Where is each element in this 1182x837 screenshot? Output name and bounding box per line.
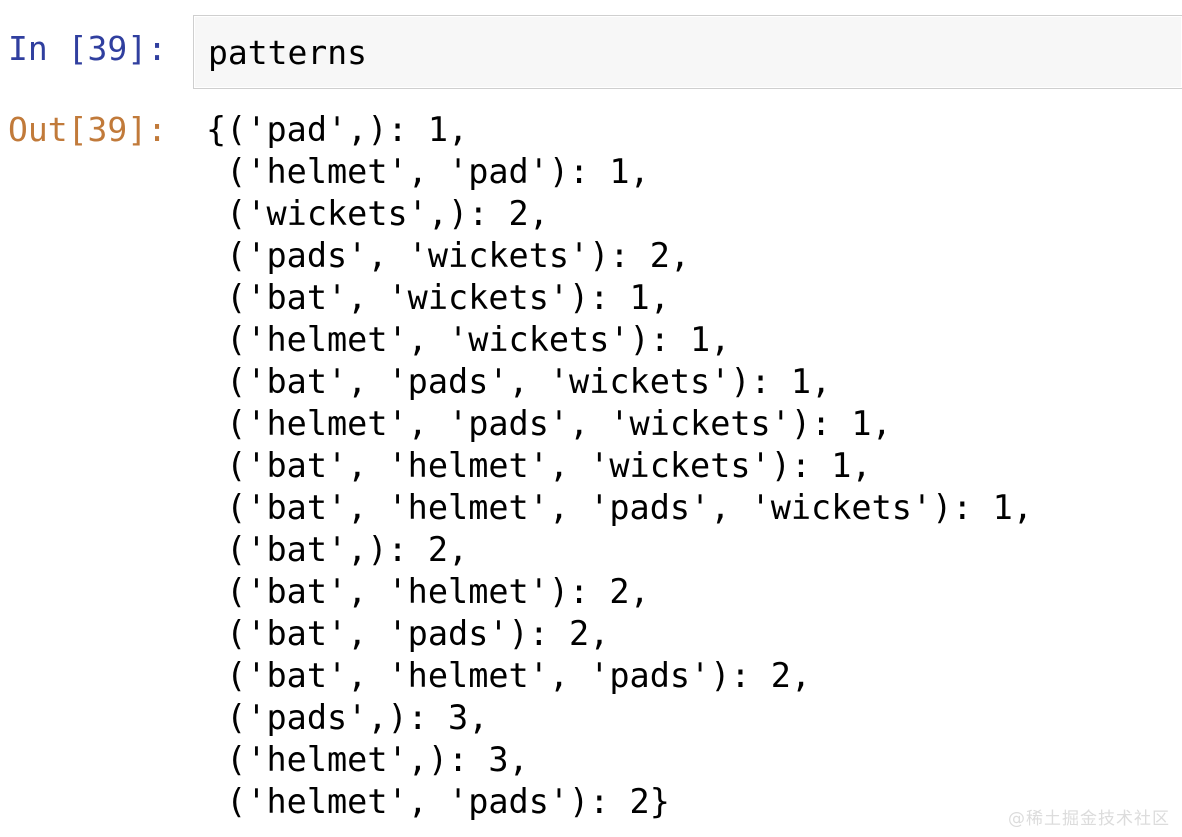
code-input-editor[interactable]: patterns — [193, 15, 1182, 89]
code-cell-input-row: In [39]: patterns — [0, 0, 1182, 104]
output-prompt-label: Out[39]: — [8, 110, 167, 149]
input-prompt-label: In [39]: — [8, 29, 167, 68]
watermark-label: @稀土掘金技术社区 — [1008, 809, 1170, 829]
code-input-text[interactable]: patterns — [208, 33, 367, 72]
output-result-text: {('pad',): 1, ('helmet', 'pad'): 1, ('wi… — [206, 110, 1033, 821]
